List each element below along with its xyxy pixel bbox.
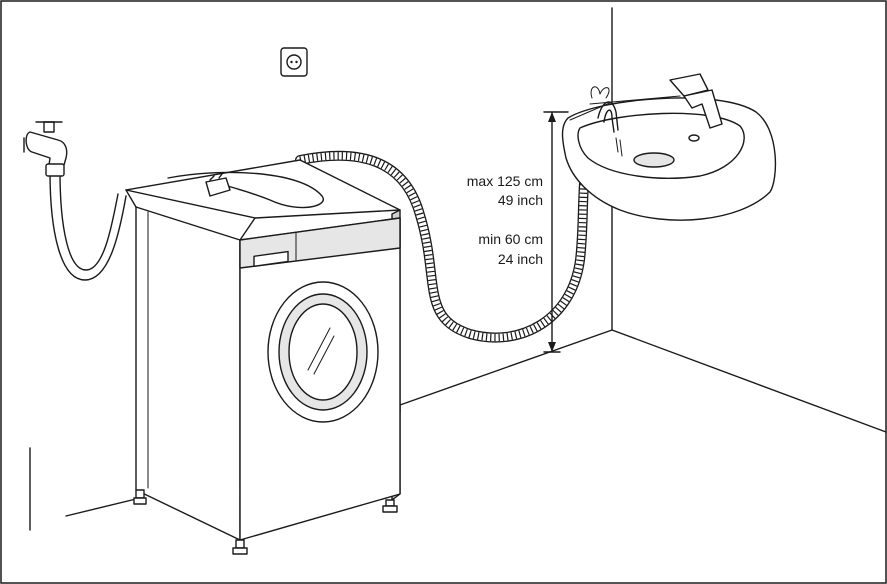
power-plug-icon — [167, 171, 325, 209]
washing-machine — [125, 159, 401, 555]
wall-socket-icon — [280, 47, 308, 77]
max-height-cm-label: max 125 cm — [467, 173, 543, 189]
drain-hose — [295, 113, 603, 343]
min-height-cm-label: min 60 cm — [478, 231, 543, 247]
max-height-inch-label: 49 inch — [498, 192, 543, 208]
min-height-inch-label: 24 inch — [498, 251, 543, 267]
inlet-hose — [49, 171, 127, 281]
hose-hook — [590, 86, 623, 157]
sink — [561, 97, 777, 221]
height-dimension — [543, 111, 569, 353]
water-tap-icon — [23, 121, 68, 177]
sink-faucet-icon — [589, 73, 723, 129]
